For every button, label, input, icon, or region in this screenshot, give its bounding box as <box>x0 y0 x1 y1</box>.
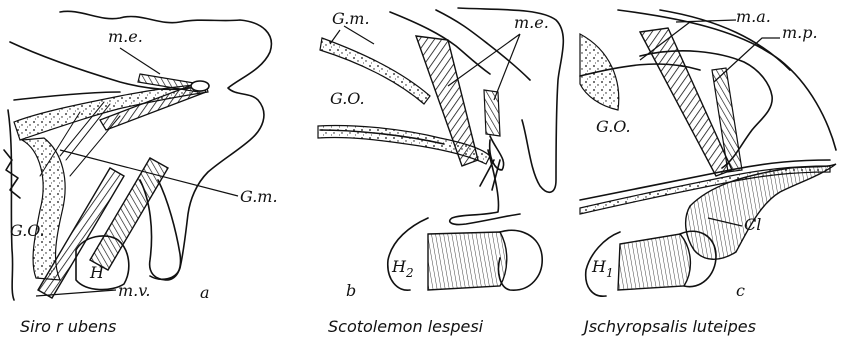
panel-a: m.e. G.m. G.O. H m.v. a Siro r ubens <box>4 11 278 336</box>
panel-c-gland-top <box>580 34 619 110</box>
label-a-me: m.e. <box>108 27 143 46</box>
label-c-h: H1 <box>591 257 614 280</box>
label-b-h: H2 <box>391 257 414 280</box>
caption-b: Scotolemon lespesi <box>328 317 484 336</box>
caption-c: Jschyropsalis luteipes <box>581 317 756 336</box>
panel-b: G.m. m.e. G.O. H2 b Scotolemon lespesi <box>318 8 563 336</box>
label-b-h-sub: 2 <box>405 266 414 280</box>
panel-a-outline <box>60 11 271 279</box>
caption-a: Siro r ubens <box>20 317 116 336</box>
label-c-ma: m.a. <box>736 7 771 26</box>
label-c-go: G.O. <box>596 117 631 136</box>
label-c-letter: c <box>736 281 745 300</box>
label-c-mp: m.p. <box>782 23 818 42</box>
label-a-gm: G.m. <box>240 187 278 206</box>
label-c-cl: Cl <box>744 215 761 234</box>
label-a-letter: a <box>200 283 210 302</box>
label-b-gm: G.m. <box>332 9 370 28</box>
label-b-letter: b <box>346 281 356 300</box>
label-c-h-sub: 1 <box>606 266 614 280</box>
panel-c: m.a. m.p. G.O. Cl H1 c Jschyropsalis lut… <box>580 7 836 336</box>
label-a-mv: m.v. <box>118 281 150 300</box>
label-b-go: G.O. <box>330 89 365 108</box>
label-b-me: m.e. <box>514 13 549 32</box>
panel-c-claw <box>686 164 836 259</box>
label-a-go: G.O. <box>10 221 45 240</box>
label-a-h: H <box>89 263 105 282</box>
